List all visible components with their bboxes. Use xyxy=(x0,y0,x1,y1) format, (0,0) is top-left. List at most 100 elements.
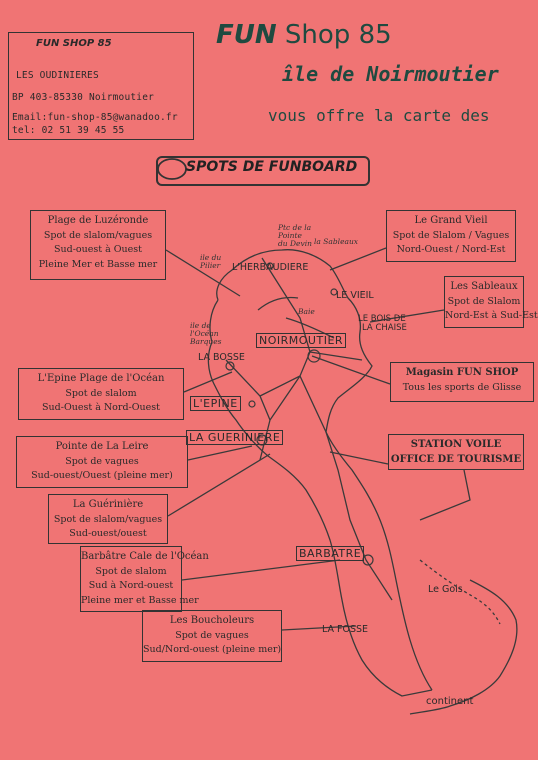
spot-box-sableaux: Les Sableaux Spot de Slalom Nord-Est à S… xyxy=(444,276,538,328)
spot-title: La Guérinière xyxy=(72,499,144,510)
road-main xyxy=(259,257,393,601)
hand-note-line: l'Océan xyxy=(190,329,219,338)
spot-title: Les Sableaux xyxy=(450,281,518,292)
road-west xyxy=(225,359,301,421)
spot-wind: Sud-ouest à Ouest xyxy=(54,244,142,255)
address-phone: tel: 02 51 39 45 55 xyxy=(12,125,125,136)
town-marker-herbaudiere xyxy=(266,262,274,270)
place-le-gois: Le Gois xyxy=(428,584,463,595)
spot-title: Barbâtre Cale de l'Océan xyxy=(81,551,209,562)
spot-title: STATION VOILE xyxy=(410,439,502,450)
spot-subtitle: OFFICE DE TOURISME xyxy=(390,453,522,465)
hand-note-line: Pointe xyxy=(278,231,302,240)
hand-note-line: ile de xyxy=(190,321,211,330)
address-shop-name: FUN SHOP 85 xyxy=(36,38,112,49)
spot-box-station: STATION VOILE OFFICE DE TOURISME xyxy=(388,434,524,470)
hand-note-line: du Devin xyxy=(278,239,312,248)
connector-magasin xyxy=(311,355,391,385)
address-line: LES OUDINIERES xyxy=(16,70,99,81)
town-marker-gueriniere xyxy=(256,434,268,446)
title-fun: FUN xyxy=(216,20,277,50)
spot-type: Spot de vagues xyxy=(175,629,249,641)
address-box xyxy=(8,32,194,140)
spot-title: Magasin FUN SHOP xyxy=(405,367,519,378)
spot-type: Spot de Slalom xyxy=(447,295,521,307)
connector-leire xyxy=(187,445,253,461)
connector-gueriniere xyxy=(167,453,271,517)
page-title: FUN Shop 85 xyxy=(216,20,392,50)
spot-type: Spot de slalom xyxy=(95,565,167,577)
spot-wind: Sud/Nord-ouest (pleine mer) xyxy=(143,644,282,655)
hand-note-line: Pilier xyxy=(200,261,221,270)
place-bois-chaise: LA CHAISE xyxy=(362,323,407,333)
hand-note-line: ile du xyxy=(200,253,222,262)
spot-type: Spot de slalom xyxy=(65,387,137,399)
island-title: île de Noirmoutier xyxy=(282,62,499,86)
address-email: Email:fun-shop-85@wanadoo.fr xyxy=(12,112,178,123)
island-coastline xyxy=(207,249,433,697)
spot-tide: Pleine Mer et Basse mer xyxy=(38,258,158,270)
place-la-fosse: LA FOSSE xyxy=(322,624,369,635)
spot-wind: Nord-Est à Sud-Est xyxy=(445,310,538,321)
spot-type: Spot de slalom/vagues xyxy=(53,513,163,525)
spot-subtitle: Tous les sports de Glisse xyxy=(402,381,522,393)
spot-type: Spot de slalom/vagues xyxy=(43,229,153,241)
spot-title: Plage de Luzéronde xyxy=(47,215,149,226)
town-marker-epine xyxy=(248,400,256,408)
place-bois-chaise: LE BOIS DE xyxy=(358,314,406,324)
hand-note-line: Ptc de la xyxy=(278,223,312,232)
place-la-bosse: LA BOSSE xyxy=(198,352,245,363)
spot-wind: Nord-Ouest / Nord-Est xyxy=(396,244,506,255)
hand-note-sableaux: la Sableaux xyxy=(314,237,359,246)
banner-title: SPOTS DE FUNBOARD xyxy=(186,159,358,175)
place-continent: continent xyxy=(426,696,474,707)
hand-note-line: Barques xyxy=(190,337,222,346)
spot-box-barbatre: Barbâtre Cale de l'Océan Spot de slalom … xyxy=(80,546,209,612)
place-le-vieil: LE VIEIL xyxy=(336,290,374,301)
spot-title: Pointe de La Leire xyxy=(55,441,149,452)
spot-box-luzeronde: Plage de Luzéronde Spot de slalom/vagues… xyxy=(30,210,166,280)
place-noirmoutier: NOIRMOUTIER xyxy=(256,333,347,348)
connector-luzeronde xyxy=(165,249,241,297)
spot-title: L'Epine Plage de l'Océan xyxy=(37,373,165,384)
spot-title: Le Grand Vieil xyxy=(414,215,488,226)
marsh-line xyxy=(257,296,335,339)
spot-box-boucholeurs: Les Boucholeurs Spot de vagues Sud/Nord-… xyxy=(142,610,282,662)
spot-wind: Sud-ouest/Ouest (pleine mer) xyxy=(31,470,173,481)
continent-coast xyxy=(409,579,518,715)
banner-frame xyxy=(156,156,370,186)
gois-causeway xyxy=(419,559,501,625)
town-marker-vieil xyxy=(330,288,338,296)
town-marker-bosse xyxy=(225,361,235,371)
spot-wind: Sud-ouest/ouest xyxy=(69,528,147,539)
place-gueriniere: LA GUERINIERE xyxy=(186,430,284,445)
spot-box-leire: Pointe de La Leire Spot de vagues Sud-ou… xyxy=(16,436,188,488)
spot-box-magasin: Magasin FUN SHOP Tous les sports de Glis… xyxy=(390,362,534,402)
place-epine: L'EPINE xyxy=(190,396,241,411)
spot-wind: Sud-Ouest à Nord-Ouest xyxy=(42,402,160,413)
connector-boucholeurs xyxy=(281,625,357,631)
spot-type: Spot de vagues xyxy=(65,455,139,467)
spot-title: Les Boucholeurs xyxy=(169,615,255,626)
connector-epine xyxy=(183,371,233,393)
title-shop: Shop 85 xyxy=(284,20,392,50)
place-barbatre: BARBATRE xyxy=(296,546,365,561)
spot-box-grand-vieil: Le Grand Vieil Spot de Slalom / Vagues N… xyxy=(386,210,516,262)
spot-tide: Pleine mer et Basse mer xyxy=(81,594,199,606)
connector-station-right xyxy=(419,469,471,521)
spot-type: Spot de Slalom / Vagues xyxy=(392,229,510,241)
place-herbaudiere: L'HERBAUDIERE xyxy=(232,262,309,273)
connector-grand-vieil xyxy=(329,247,387,271)
spot-box-epine: L'Epine Plage de l'Océan Spot de slalom … xyxy=(18,368,184,420)
connector-barbatre xyxy=(181,559,341,581)
town-marker-noirmoutier xyxy=(307,349,321,363)
address-line: BP 403-85330 Noirmoutier xyxy=(12,92,155,103)
connector-sableaux xyxy=(369,309,445,323)
connector-station xyxy=(329,451,389,465)
tagline: vous offre la carte des xyxy=(268,106,490,125)
